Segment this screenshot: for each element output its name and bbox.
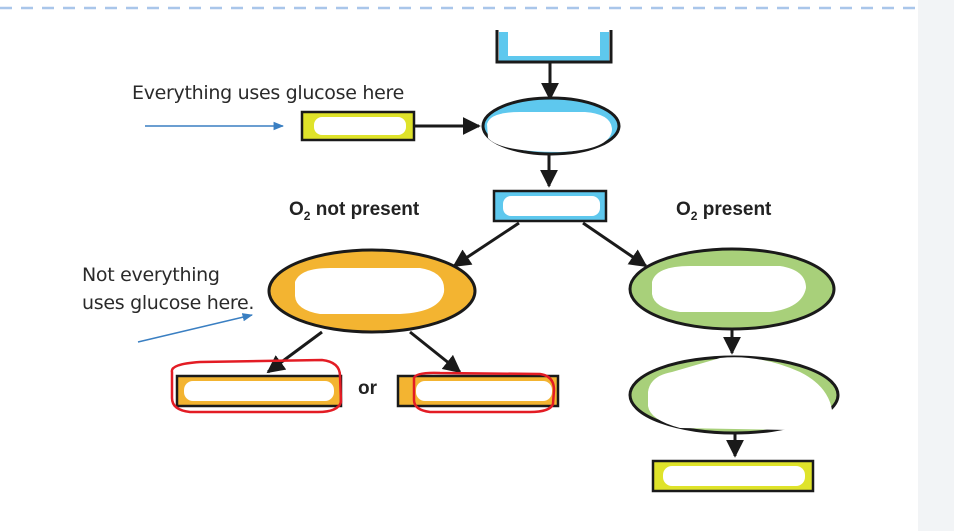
arrow-to-product-right — [409, 330, 462, 374]
arrow-to-product-left — [266, 330, 323, 374]
arrow-to-aerobic — [582, 221, 648, 268]
label-or: or — [358, 378, 377, 399]
anaerobic-ellipse — [267, 248, 477, 334]
product-box-left — [170, 358, 343, 414]
label-o2-not-present: O2 not present — [289, 199, 420, 223]
annotation-not-everything-line2: uses glucose here. — [82, 292, 255, 314]
intermediate-box — [492, 189, 608, 223]
top-box — [495, 30, 613, 64]
right-edge-strip — [918, 0, 954, 531]
annotation-not-everything-line1: Not everything — [82, 264, 220, 286]
label-o2-present: O2 present — [676, 199, 772, 223]
aerobic-ellipse — [628, 247, 836, 331]
red-highlight-right — [412, 371, 556, 414]
krebs-ellipse — [628, 355, 840, 435]
arrow-to-anaerobic — [452, 221, 520, 268]
glucose-input-box — [300, 110, 416, 142]
red-highlight-left — [170, 358, 343, 414]
final-product-box — [651, 459, 815, 493]
glycolysis-ellipse — [481, 96, 621, 156]
annotation-everything-uses-glucose: Everything uses glucose here — [132, 82, 404, 104]
annotation-arrow-bottom — [137, 313, 254, 343]
product-box-right — [396, 371, 560, 414]
